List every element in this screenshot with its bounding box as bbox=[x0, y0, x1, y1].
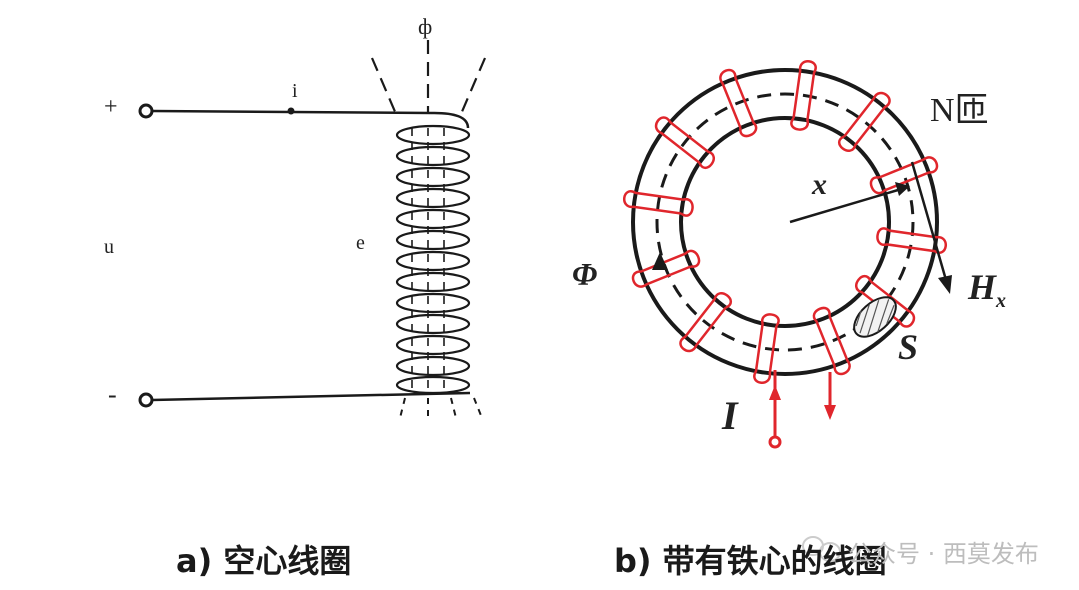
emf-label: e bbox=[356, 232, 365, 254]
watermark-text: 公众号 · 西莫发布 bbox=[848, 540, 1039, 568]
caption-right: b) 带有铁心的线圈 bbox=[614, 542, 887, 580]
plus-label: + bbox=[104, 94, 118, 120]
flux-lines-bottom bbox=[399, 397, 483, 419]
caption-left: a) 空心线圈 bbox=[176, 542, 352, 580]
flux-label-right: Φ bbox=[572, 256, 598, 292]
field-label: Hx bbox=[968, 266, 1006, 313]
winding-turn bbox=[837, 91, 891, 152]
current-dot bbox=[287, 107, 295, 115]
plus-terminal bbox=[138, 103, 154, 119]
winding-turn bbox=[719, 68, 758, 138]
field-label-main: H bbox=[968, 267, 997, 307]
field-label-sub: x bbox=[996, 290, 1007, 313]
flux-lines-core bbox=[411, 128, 445, 392]
bottom-wire bbox=[151, 391, 471, 402]
radius-arrow bbox=[789, 182, 910, 224]
current-leads bbox=[768, 370, 836, 449]
flux-label-left: ф bbox=[418, 14, 433, 39]
mean-flux-path bbox=[655, 92, 915, 352]
winding-turn bbox=[869, 156, 939, 195]
winding-turn bbox=[623, 190, 694, 217]
flux-lines-top bbox=[370, 40, 487, 115]
cross-section-area bbox=[853, 296, 897, 338]
current-label-right: I bbox=[722, 393, 738, 438]
winding-turn bbox=[753, 313, 780, 384]
field-arrow bbox=[910, 161, 952, 294]
turns-label: N匝 bbox=[930, 82, 989, 131]
flux-direction-arrow bbox=[652, 252, 668, 270]
toroid-windings bbox=[623, 60, 947, 384]
watermark-icon bbox=[802, 536, 841, 562]
torus-inner-ring bbox=[679, 116, 891, 328]
area-label: S bbox=[898, 327, 919, 367]
air-core-coil-diagram bbox=[138, 40, 487, 419]
winding-turn bbox=[876, 227, 947, 254]
winding-turn bbox=[812, 306, 851, 376]
minus-label: - bbox=[108, 380, 117, 409]
turns-label-text: N匝 bbox=[930, 92, 989, 129]
winding-turn bbox=[654, 116, 715, 170]
winding-turn bbox=[679, 292, 733, 353]
current-label-left: i bbox=[292, 80, 298, 102]
winding-turn bbox=[790, 60, 817, 131]
voltage-label: u bbox=[104, 236, 114, 258]
toroid-coil-diagram bbox=[623, 60, 952, 449]
coil-top-lead bbox=[429, 111, 470, 129]
winding-turn bbox=[631, 249, 701, 288]
coil-turns bbox=[395, 124, 471, 395]
torus-outer-ring bbox=[631, 68, 939, 376]
minus-terminal bbox=[138, 392, 154, 408]
winding-turn bbox=[855, 274, 916, 328]
radius-label: x bbox=[812, 168, 827, 201]
